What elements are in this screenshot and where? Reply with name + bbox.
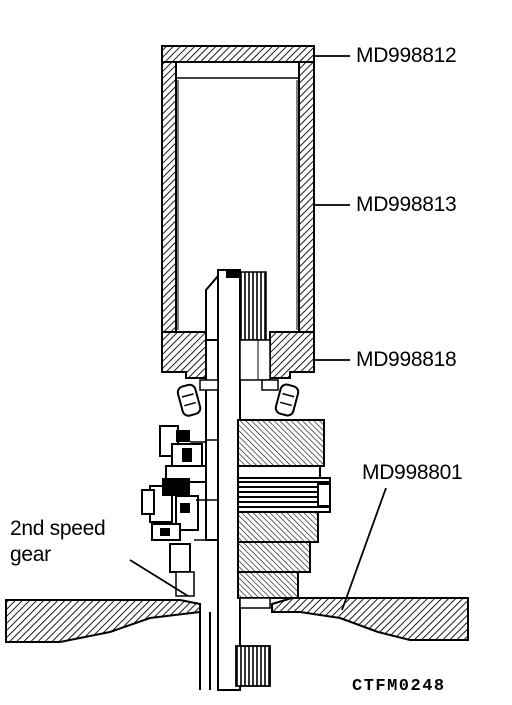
lower-shaft — [199, 612, 271, 690]
collar-left — [161, 331, 207, 379]
callout-cap: MD998812 — [356, 44, 457, 67]
base-plate-left — [5, 599, 201, 643]
shaft-thread — [239, 271, 267, 341]
collar-right — [269, 331, 315, 379]
lower-gear — [237, 541, 311, 573]
leader-gear — [129, 559, 189, 597]
sync-sleeve — [237, 477, 331, 513]
leader-lines — [129, 55, 387, 611]
callout-gear-line2: gear — [10, 543, 51, 566]
figure-code: CTFM0248 — [352, 677, 446, 696]
sleeve-right-wall — [298, 61, 315, 333]
cap-plate — [161, 45, 315, 63]
bearing-rollers — [176, 379, 300, 417]
gear-stack — [237, 419, 331, 609]
callout-base: MD998801 — [362, 461, 463, 484]
base-plate-right — [271, 597, 469, 641]
sleeve-left-wall — [161, 61, 177, 333]
base-plate — [5, 597, 469, 643]
tool-cylinder — [161, 45, 315, 333]
callout-collar: MD998818 — [356, 348, 457, 371]
synchronizer-assembly — [141, 425, 218, 597]
upper-gear — [237, 419, 325, 467]
leader-base — [341, 487, 387, 611]
callout-sleeve: MD998813 — [356, 193, 457, 216]
lower-spline — [235, 645, 271, 687]
callout-gear-line1: 2nd speed — [10, 517, 106, 540]
